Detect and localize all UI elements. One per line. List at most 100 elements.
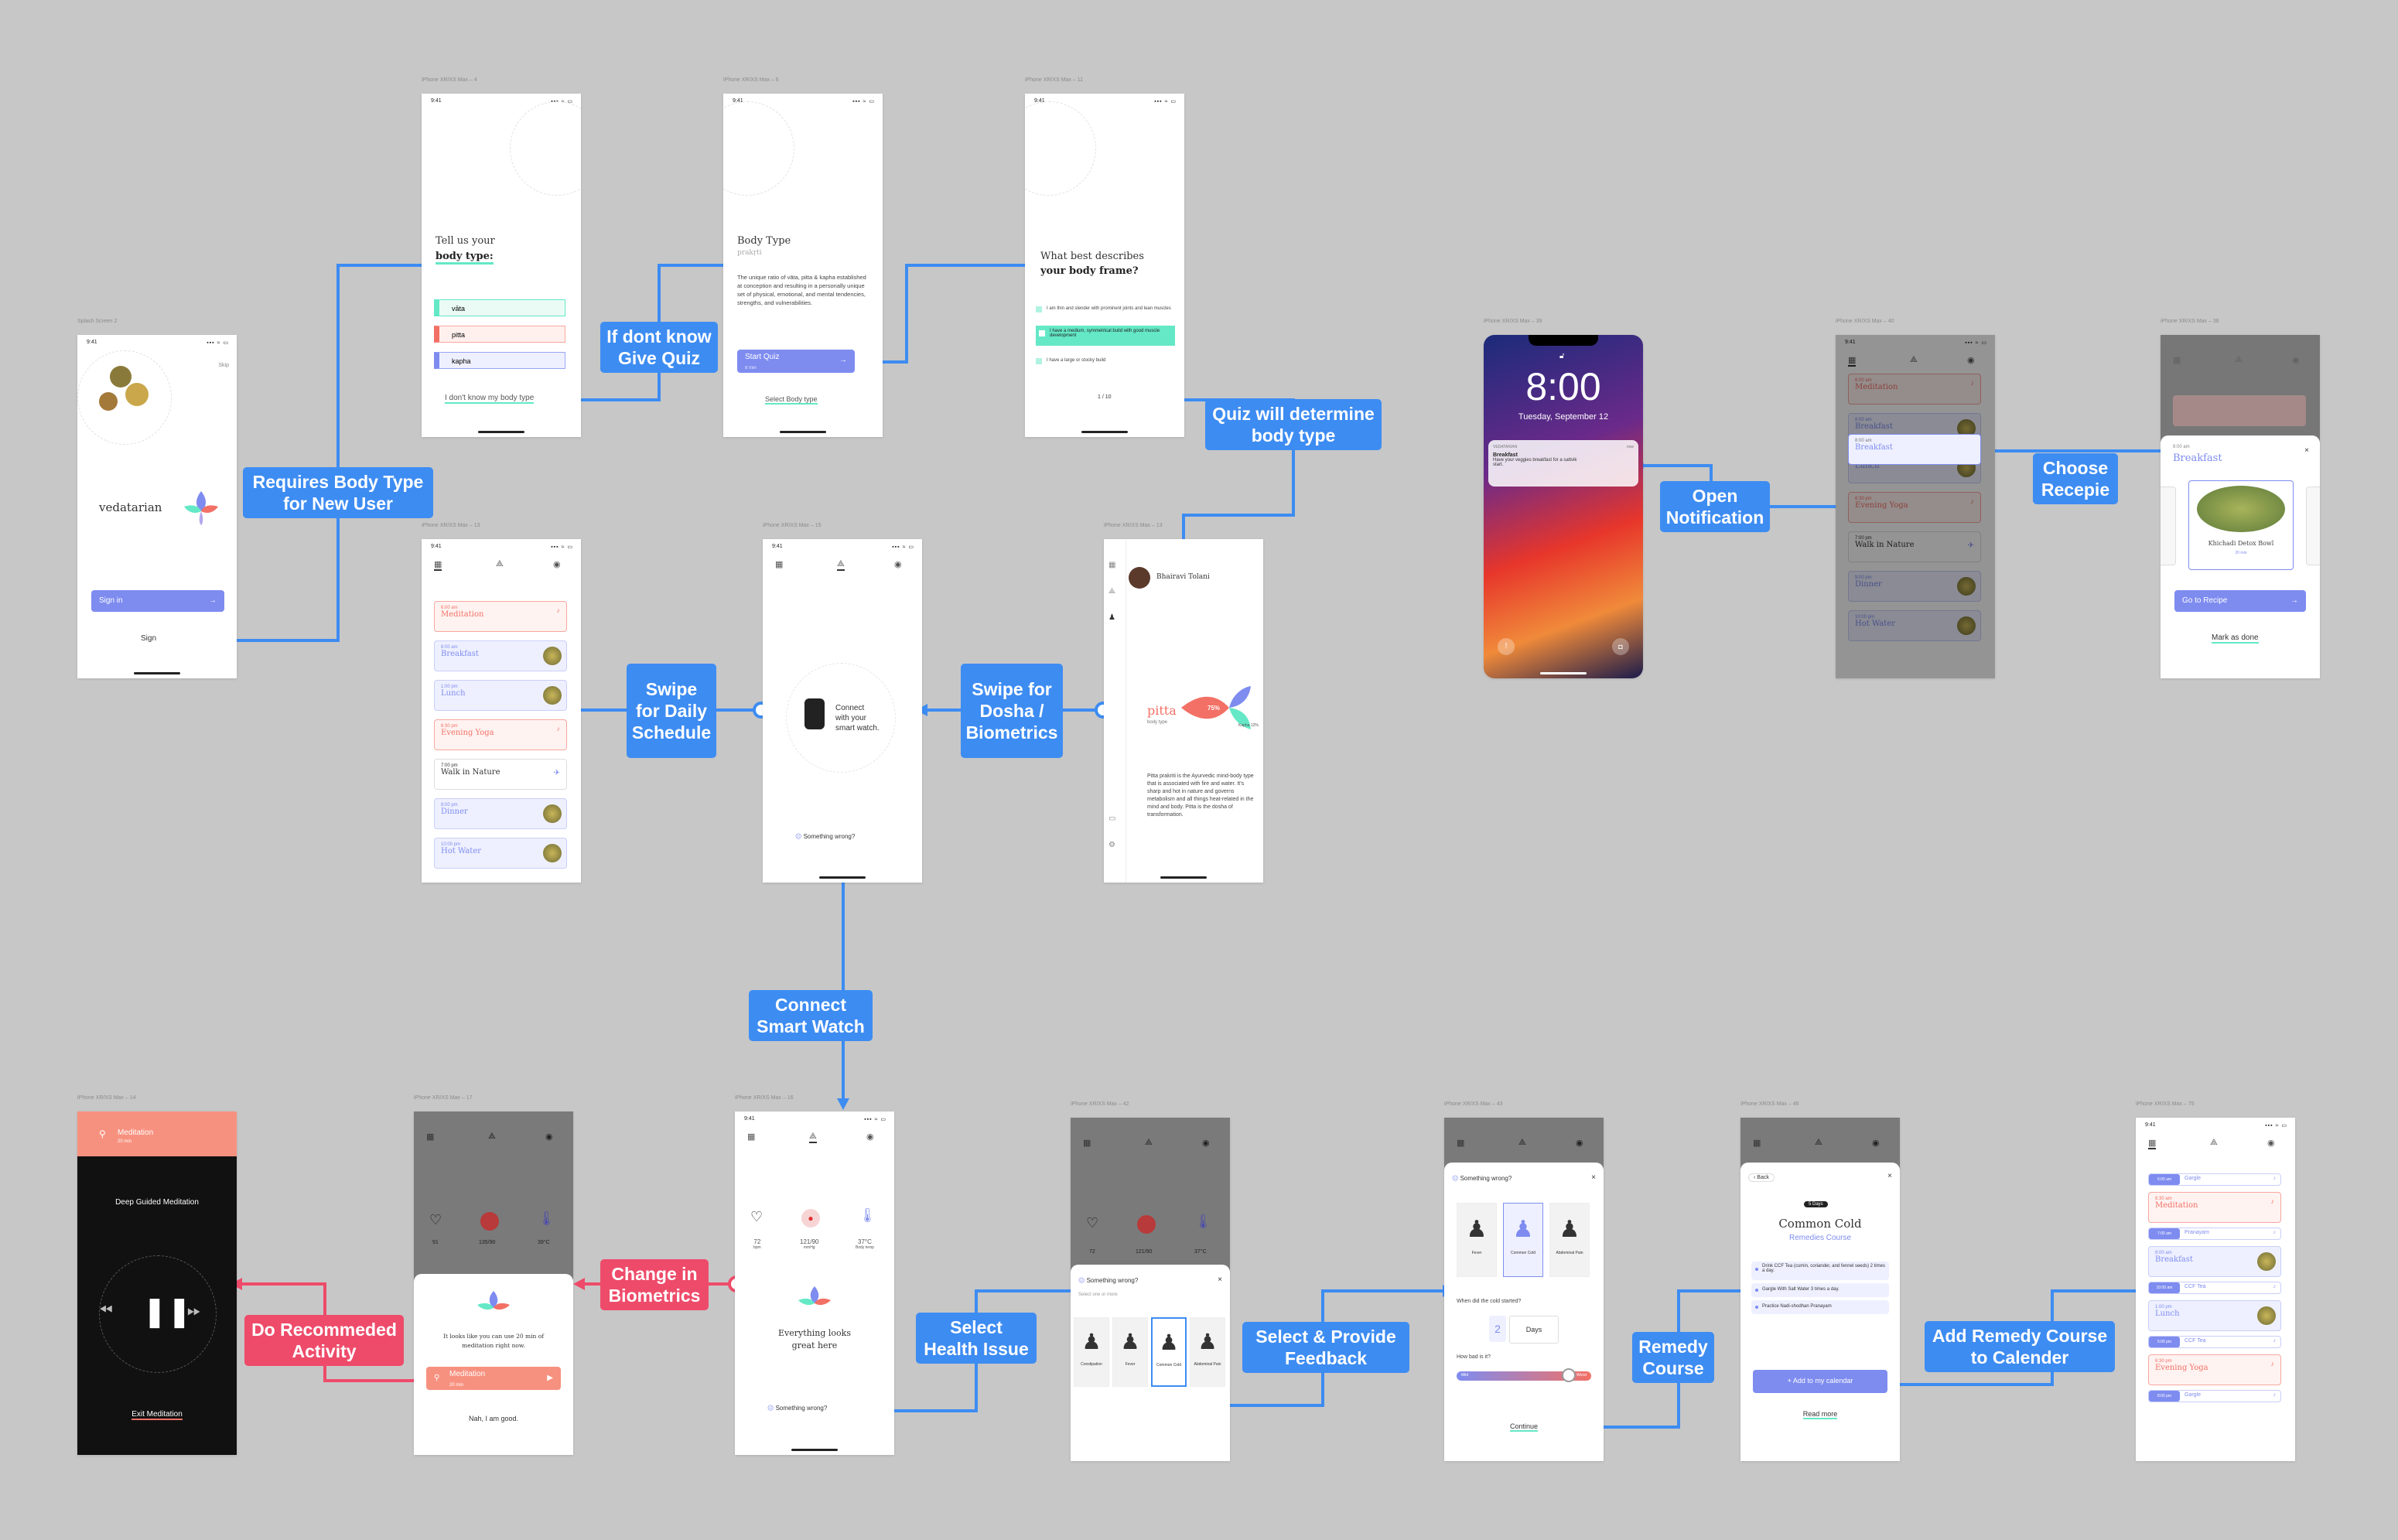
meditation-button[interactable]: ⚲ Meditation 20 min ▶ (426, 1367, 561, 1390)
close-icon[interactable]: × (1887, 1172, 1892, 1180)
lotus-tab-icon[interactable]: ⟁ (2210, 1138, 2218, 1147)
avatar-tab-icon[interactable]: ◉ (545, 1132, 553, 1142)
lotus-tab-icon[interactable]: ⟁ (2235, 355, 2243, 364)
lotus-tab-icon[interactable]: ⟁ (1145, 1138, 1153, 1147)
close-icon[interactable]: × (1218, 1275, 1222, 1284)
select-body-type-link[interactable]: Select Body type (765, 395, 818, 405)
calendar-tab-icon[interactable]: ▦ (747, 1132, 756, 1142)
exit-meditation-button[interactable]: Exit Meditation (77, 1410, 237, 1420)
forward-icon[interactable]: ⏩︎ (187, 1300, 201, 1320)
avatar-tab-icon[interactable]: ◉ (2267, 1139, 2275, 1148)
mark-as-done-link[interactable]: Mark as done (2212, 633, 2259, 644)
calendar-tab-icon[interactable]: ▦ (2173, 356, 2181, 365)
start-quiz-button[interactable]: Start Quiz 8 min → (737, 350, 855, 373)
avatar-tab-icon[interactable]: ◉ (1202, 1139, 1210, 1148)
avatar-tab-icon[interactable]: ◉ (2292, 356, 2300, 365)
close-icon[interactable]: × (1591, 1173, 1596, 1182)
add-to-calendar-button[interactable]: + Add to my calendar (1753, 1370, 1887, 1393)
back-button[interactable]: ‹ Back (1748, 1173, 1775, 1182)
lotus-tab-icon[interactable]: ⟁ (809, 1132, 817, 1143)
issue-option[interactable]: ♟Fever (1112, 1317, 1148, 1387)
lotus-tab-icon[interactable]: ⟁ (1518, 1138, 1526, 1147)
option-kapha[interactable]: kapha (434, 352, 565, 369)
lotus-tab-icon[interactable]: ⟁ (1910, 355, 1918, 364)
slider-thumb[interactable] (1562, 1368, 1576, 1382)
skip-button[interactable]: Skip (218, 363, 229, 368)
issue-option[interactable]: ♟Abdominal Pain (1190, 1317, 1225, 1387)
calendar-tab-icon[interactable]: ▦ (1457, 1139, 1465, 1148)
recipe-card[interactable]: Khichadi Detox Bowl 20 min (2188, 480, 2294, 570)
something-wrong-link[interactable]: ☹ Something wrong? (795, 833, 855, 840)
pause-icon[interactable]: ❚❚ (142, 1296, 192, 1328)
calendar-tab-icon[interactable]: ▦ (775, 560, 784, 569)
continue-button[interactable]: Continue (1444, 1422, 1604, 1432)
go-to-recipe-button[interactable]: Go to Recipe→ (2174, 590, 2306, 612)
something-wrong-link[interactable]: ☹ Something wrong? (767, 1405, 827, 1412)
lotus-icon[interactable]: ⟁ (1108, 587, 1115, 596)
avatar-tab-icon[interactable]: ◉ (866, 1132, 874, 1142)
calendar-tab-icon[interactable]: ▦ (1753, 1139, 1761, 1148)
rewind-icon[interactable]: ⏪︎ (99, 1300, 113, 1320)
quiz-option[interactable]: I am thin and slender with prominent joi… (1036, 306, 1175, 312)
issue-option[interactable]: ♟Abdominal Pain (1549, 1203, 1590, 1277)
issue-option[interactable]: ♟Constipation (1074, 1317, 1109, 1387)
days-stepper[interactable]: 2 (1489, 1316, 1506, 1342)
calendar-tab-icon[interactable]: ▦ (426, 1132, 435, 1142)
quiz-option[interactable]: I have a large or stocky build (1036, 358, 1175, 364)
lotus-tab-icon[interactable]: ⟁ (837, 559, 845, 571)
read-more-link[interactable]: Read more (1740, 1410, 1900, 1419)
lotus-tab-icon[interactable]: ⟁ (1815, 1138, 1822, 1147)
avatar-tab-icon[interactable]: ◉ (1872, 1139, 1880, 1148)
chat-icon[interactable]: ▭ (1108, 814, 1116, 823)
issue-option[interactable]: ♟Common Cold (1151, 1317, 1187, 1387)
recipe-card-peek[interactable] (2161, 487, 2176, 565)
user-icon[interactable]: ♟ (1108, 613, 1115, 622)
option-vata[interactable]: vāta (434, 299, 565, 316)
avatar-tab-icon[interactable]: ◉ (1967, 356, 1975, 365)
close-icon[interactable]: × (2304, 446, 2309, 455)
calendar-tab-icon[interactable]: ▦ (1083, 1139, 1091, 1148)
bell-icon[interactable]: ♪ (2273, 1338, 2277, 1344)
flashlight-icon[interactable]: ! (1498, 638, 1515, 655)
camera-icon[interactable]: ◘ (1612, 638, 1629, 655)
avatar-tab-icon[interactable]: ◉ (553, 560, 561, 569)
settings-icon[interactable]: ⚙ (1108, 841, 1115, 849)
quiz-option-selected[interactable]: I have a medium, symmetrical build with … (1036, 326, 1175, 346)
bell-icon[interactable]: ♪ (2273, 1284, 2277, 1289)
calendar-tab-icon[interactable]: ▦ (1848, 356, 1857, 367)
recipe-card-peek[interactable] (2306, 487, 2320, 565)
issue-option[interactable]: ♟Common Cold (1503, 1203, 1543, 1277)
bell-icon[interactable]: ♪ (2273, 1230, 2277, 1235)
severity-slider[interactable]: Mild Worst (1457, 1368, 1591, 1382)
bell-icon[interactable]: ♪ (2273, 1176, 2277, 1181)
issue-option[interactable]: ♟Fever (1457, 1203, 1497, 1277)
dont-know-link[interactable]: I don't know my body type (445, 394, 535, 404)
calendar-icon[interactable]: ▦ (1108, 561, 1116, 569)
option-pitta[interactable]: pitta (434, 326, 565, 343)
lotus-tab-icon[interactable]: ⟁ (488, 1132, 496, 1141)
calendar-tab-icon[interactable]: ▦ (2148, 1139, 2157, 1149)
dismiss-link[interactable]: Nah, I am good. (468, 1415, 519, 1422)
sign-up-link[interactable]: Sign (141, 634, 157, 643)
avatar-tab-icon[interactable]: ◉ (1576, 1139, 1583, 1148)
